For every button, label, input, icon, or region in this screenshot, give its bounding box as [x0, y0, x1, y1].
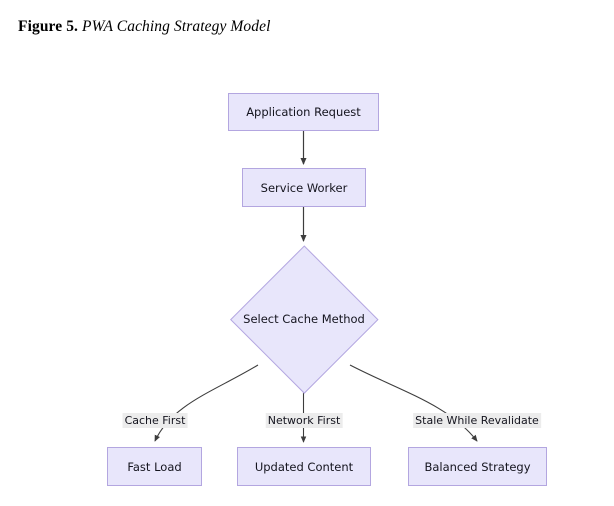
node-select-cache-method-label: Select Cache Method [243, 312, 365, 326]
node-fast-load[interactable]: Fast Load [107, 447, 202, 486]
node-select-cache-method[interactable]: Select Cache Method [230, 245, 378, 393]
edge-label-network-first: Network First [265, 413, 343, 428]
node-fast-load-label: Fast Load [127, 459, 182, 474]
figure-caption-title: PWA Caching Strategy Model [82, 18, 271, 35]
node-updated-content-label: Updated Content [254, 459, 354, 474]
edge-label-cache-first: Cache First [122, 413, 188, 428]
node-updated-content[interactable]: Updated Content [237, 447, 371, 486]
node-balanced-strategy-label: Balanced Strategy [424, 459, 531, 474]
node-application-request-label: Application Request [246, 105, 361, 119]
node-service-worker[interactable]: Service Worker [242, 168, 366, 207]
figure-caption-label: Figure 5. [18, 18, 79, 35]
node-service-worker-label: Service Worker [260, 180, 348, 195]
node-application-request[interactable]: Application Request [228, 93, 379, 131]
edge-label-stale-while-revalidate: Stale While Revalidate [413, 413, 541, 428]
figure-caption: Figure 5. PWA Caching Strategy Model [18, 18, 271, 36]
node-balanced-strategy[interactable]: Balanced Strategy [408, 447, 547, 486]
